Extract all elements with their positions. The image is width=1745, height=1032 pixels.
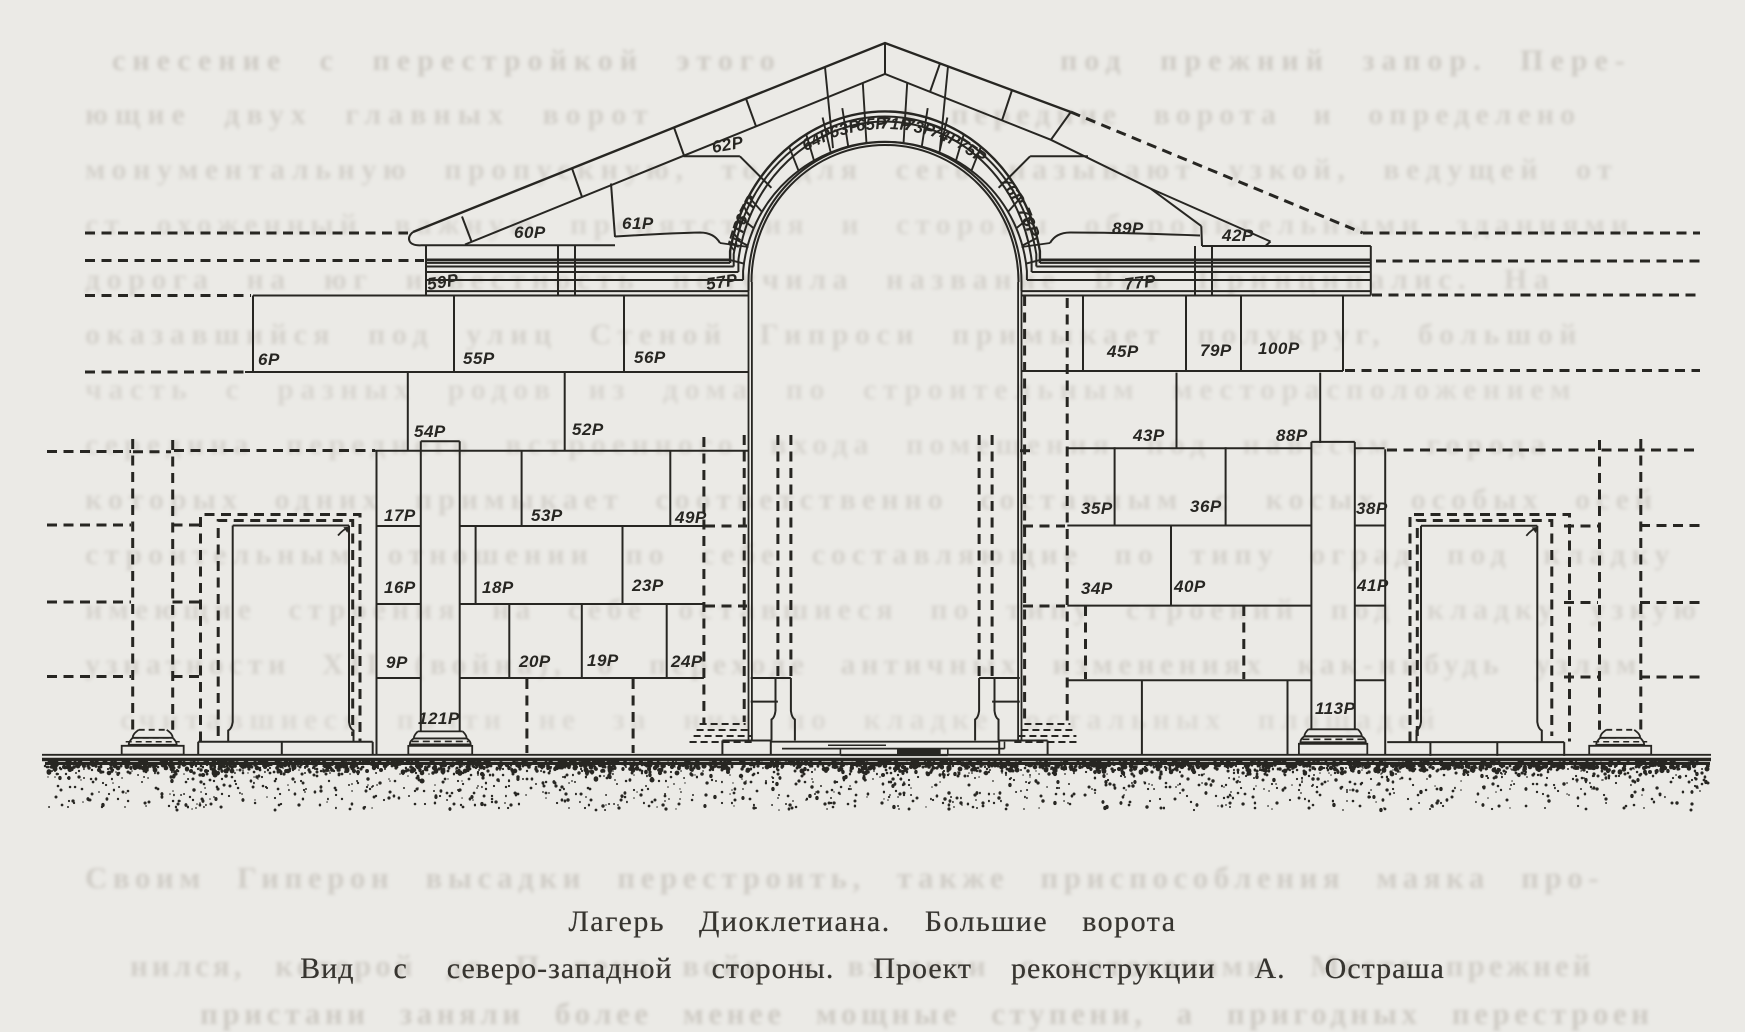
- svg-text:65P: 65P: [855, 114, 888, 135]
- svg-text:71P: 71P: [880, 114, 913, 134]
- svg-text:42P: 42P: [1221, 226, 1254, 245]
- svg-text:61P: 61P: [622, 214, 654, 233]
- svg-text:60P: 60P: [514, 223, 546, 242]
- svg-text:20P: 20P: [518, 652, 551, 671]
- svg-text:113P: 113P: [1315, 699, 1356, 718]
- svg-text:57P: 57P: [705, 270, 739, 294]
- svg-text:36P: 36P: [1190, 497, 1222, 516]
- svg-text:77P: 77P: [1123, 271, 1157, 294]
- svg-text:53P: 53P: [531, 506, 563, 525]
- svg-text:55P: 55P: [463, 349, 495, 368]
- svg-text:54P: 54P: [414, 422, 446, 441]
- svg-text:35P: 35P: [1081, 499, 1113, 518]
- svg-text:62P: 62P: [710, 133, 745, 157]
- svg-text:38P: 38P: [1356, 499, 1388, 518]
- svg-text:45P: 45P: [1106, 342, 1139, 361]
- svg-text:121P: 121P: [418, 709, 460, 728]
- svg-text:9P: 9P: [386, 653, 408, 672]
- svg-text:6P: 6P: [258, 350, 280, 369]
- svg-text:41P: 41P: [1356, 576, 1389, 595]
- svg-text:43P: 43P: [1132, 426, 1165, 445]
- svg-text:52P: 52P: [572, 420, 604, 439]
- svg-text:17P: 17P: [384, 506, 416, 525]
- svg-text:100P: 100P: [1258, 339, 1300, 358]
- svg-text:23P: 23P: [631, 576, 664, 595]
- svg-text:19P: 19P: [587, 651, 619, 670]
- svg-text:18P: 18P: [482, 578, 514, 597]
- svg-text:59P: 59P: [426, 270, 460, 294]
- svg-text:76P: 76P: [996, 174, 1029, 210]
- svg-text:67P: 67P: [732, 192, 762, 228]
- svg-text:49P: 49P: [674, 508, 707, 527]
- svg-text:56P: 56P: [634, 348, 666, 367]
- svg-text:34P: 34P: [1081, 579, 1113, 598]
- svg-text:16P: 16P: [384, 578, 416, 597]
- svg-text:88P: 88P: [1276, 426, 1308, 445]
- svg-text:79P: 79P: [1200, 341, 1232, 360]
- svg-text:40P: 40P: [1173, 577, 1206, 596]
- svg-text:89P: 89P: [1112, 219, 1144, 238]
- svg-text:24P: 24P: [670, 652, 703, 671]
